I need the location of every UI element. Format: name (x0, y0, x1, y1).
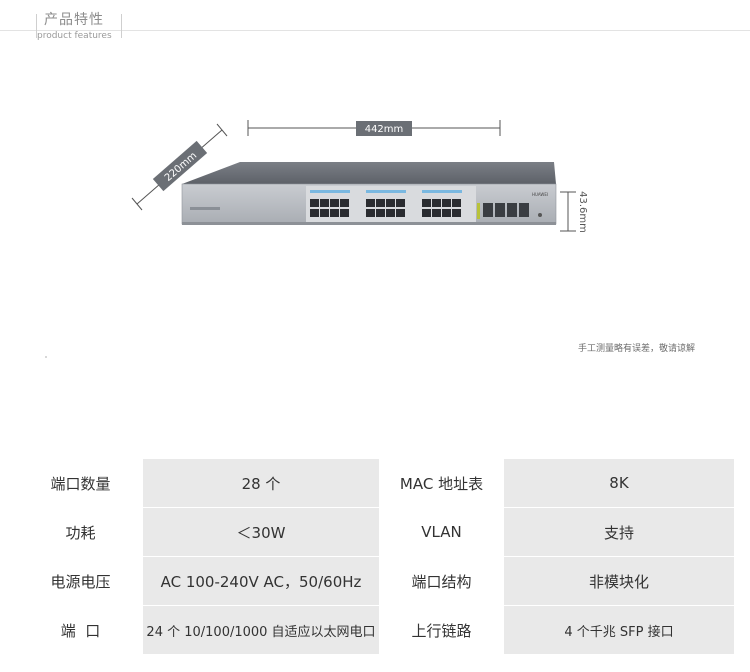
spec-value: ＜30W (143, 507, 379, 557)
header-divider-right (121, 14, 122, 38)
spec-value: 支持 (504, 507, 734, 557)
table-row: 功耗 ＜30W VLAN 支持 (18, 507, 734, 557)
decor-dot (45, 356, 47, 358)
header-rule (0, 30, 750, 31)
spec-value: AC 100-240V AC，50/60Hz (143, 556, 379, 606)
brand-label: HUAWEI (532, 192, 548, 197)
table-row: 端 口 24 个 10/100/1000 自适应以太网电口 上行链路 4 个千兆… (18, 605, 734, 655)
width-dimension: 442mm (247, 120, 501, 136)
height-label: 43.6mm (577, 191, 588, 233)
spec-label: VLAN (379, 507, 504, 557)
header-divider-left (36, 14, 37, 38)
spec-label: 电源电压 (18, 556, 143, 606)
spec-value: 4 个千兆 SFP 接口 (504, 605, 734, 655)
spec-label: 端口数量 (18, 459, 143, 508)
rj45-ports (310, 199, 461, 217)
spec-label: 端口结构 (379, 556, 504, 606)
spec-table: 端口数量 28 个 MAC 地址表 8K 功耗 ＜30W VLAN 支持 电源电… (18, 459, 734, 655)
spec-value: 24 个 10/100/1000 自适应以太网电口 (143, 605, 379, 655)
table-row: 电源电压 AC 100-240V AC，50/60Hz 端口结构 非模块化 (18, 556, 734, 606)
section-subtitle: product features (37, 31, 112, 41)
table-row: 端口数量 28 个 MAC 地址表 8K (18, 459, 734, 508)
spec-label: 上行链路 (379, 605, 504, 655)
width-label: 442mm (365, 124, 404, 135)
section-title: 产品特性 (44, 12, 104, 28)
sfp-ports (477, 203, 529, 219)
network-switch: HUAWEI (181, 162, 557, 225)
spec-value: 8K (504, 459, 734, 508)
spec-label: 功耗 (18, 507, 143, 557)
spec-label: 端 口 (18, 605, 143, 655)
height-dimension: 43.6mm (560, 191, 588, 233)
product-illustration: 442mm 220mm 43.6mm (131, 120, 588, 233)
spec-label: MAC 地址表 (379, 459, 504, 508)
spec-value: 28 个 (143, 459, 379, 508)
spec-value: 非模块化 (504, 556, 734, 606)
measurement-note: 手工测量略有误差，敬请谅解 (578, 344, 696, 354)
